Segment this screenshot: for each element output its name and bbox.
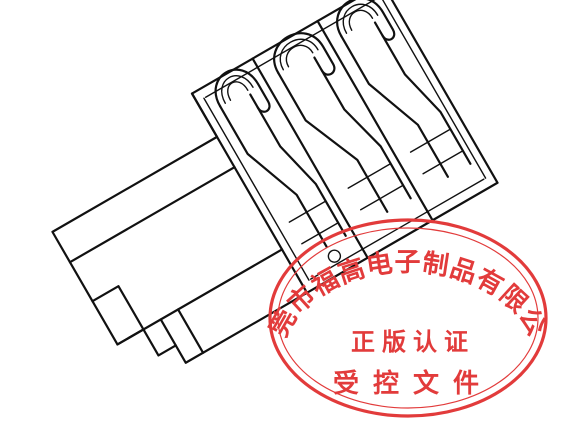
- controlled-document-stamp: 东莞市福高电子制品有限公司 正版认证 受控文件: [0, 0, 551, 418]
- stamp-line-1: 正版认证: [351, 328, 475, 356]
- stamp-line-2: 受控文件: [333, 368, 493, 399]
- contact-spring-2: [273, 32, 412, 213]
- contact-spring-1: [214, 68, 347, 248]
- connector-body: [51, 0, 499, 364]
- contact-spring-3: [336, 0, 472, 178]
- stamp-outer-ring: [268, 218, 548, 418]
- stamp-inner-ring: [277, 227, 539, 409]
